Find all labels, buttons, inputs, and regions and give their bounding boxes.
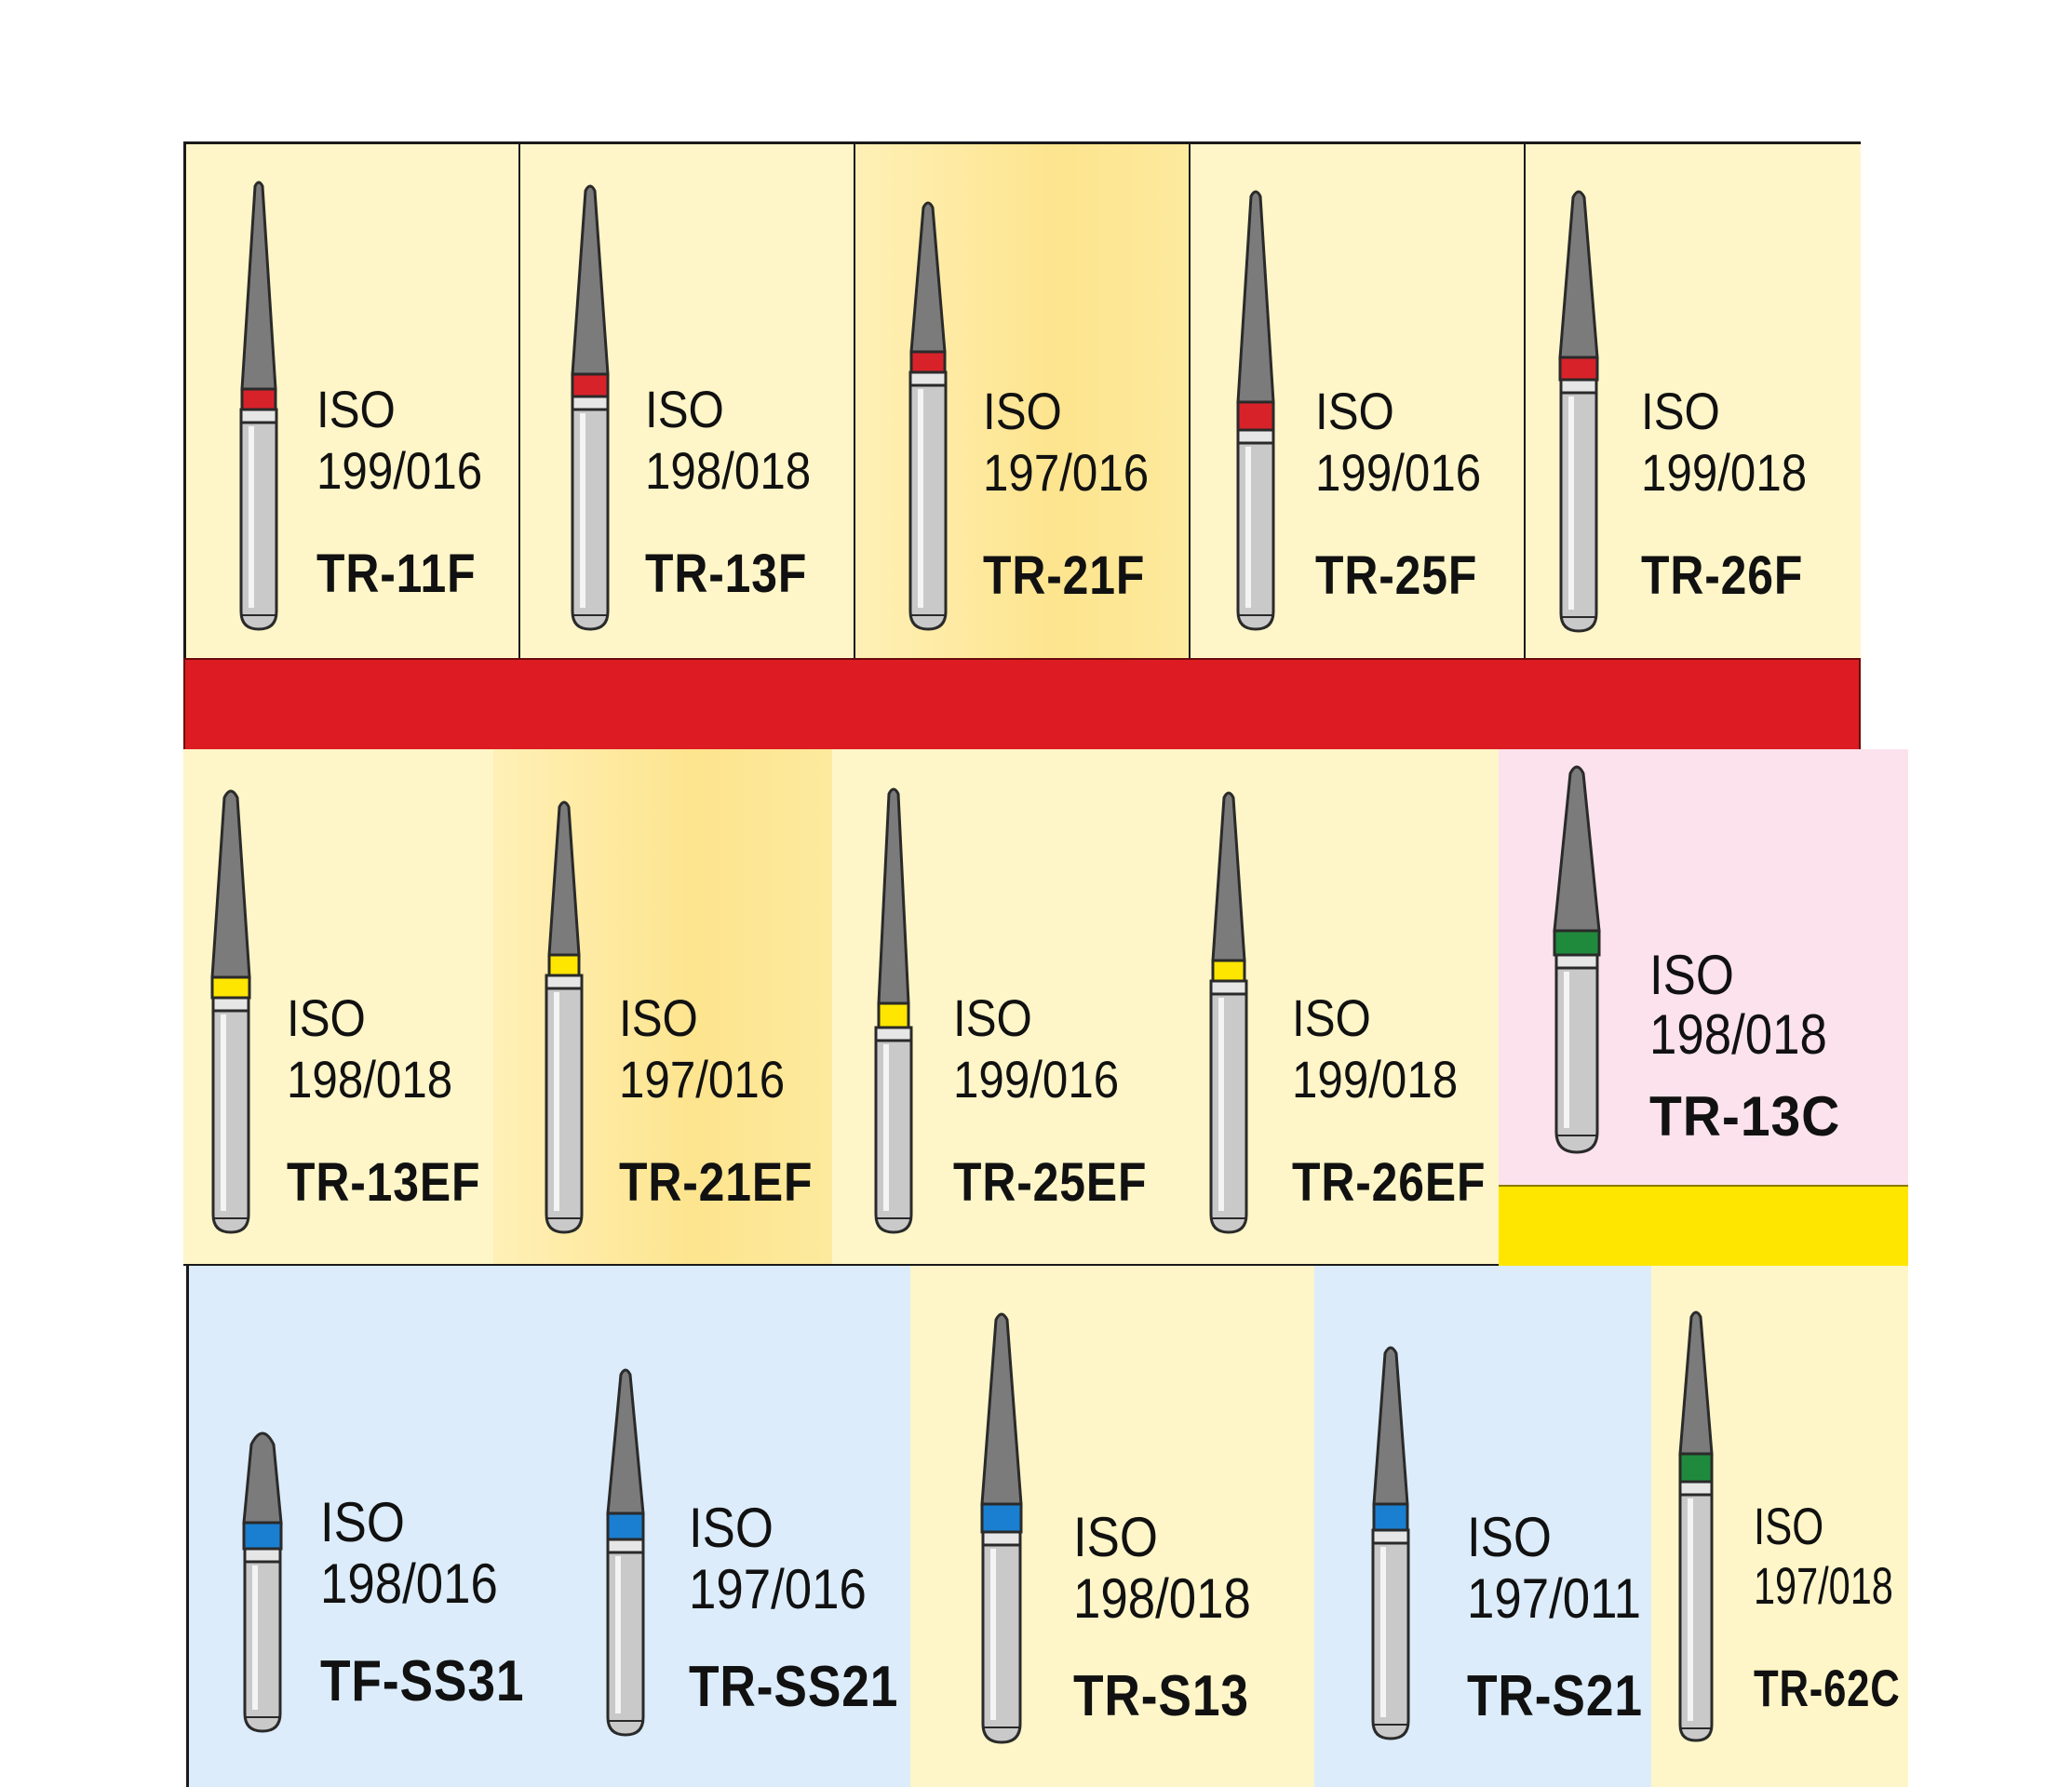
iso-label: ISO [316, 380, 396, 438]
iso-label: ISO [1641, 382, 1720, 440]
iso-number: 197/018 [1754, 1556, 1893, 1615]
product-code: TR-13EF [287, 1152, 481, 1213]
iso-label: ISO [953, 988, 1032, 1047]
iso-number: 197/016 [689, 1558, 867, 1620]
iso-label: ISO [1315, 382, 1394, 440]
product-code: TR-26F [1641, 545, 1804, 606]
product-code: TR-11F [316, 544, 477, 604]
iso-label: ISO [1649, 944, 1734, 1006]
iso-number: 198/016 [320, 1552, 498, 1615]
band-red [183, 658, 1861, 751]
iso-number: 198/018 [645, 441, 812, 500]
iso-number: 197/016 [983, 443, 1150, 502]
product-code: TR-13C [1649, 1085, 1841, 1148]
panel-tr-11f [183, 141, 518, 658]
iso-label: ISO [645, 380, 724, 438]
iso-label: ISO [287, 988, 366, 1047]
iso-label: ISO [1292, 988, 1371, 1047]
product-code: TR-SS21 [689, 1655, 899, 1719]
label-tr-s21: ISO 197/011 TR-S21 [1461, 1489, 1651, 1731]
product-code: TR-25F [1315, 545, 1478, 606]
iso-number: 199/018 [1292, 1050, 1459, 1108]
iso-label: ISO [320, 1491, 405, 1553]
iso-label: ISO [1073, 1506, 1158, 1568]
iso-number: 199/016 [1315, 443, 1482, 502]
iso-label: ISO [619, 988, 698, 1047]
iso-number: 199/018 [1641, 443, 1808, 502]
product-code: TR-21F [983, 545, 1146, 606]
iso-number: 198/018 [1073, 1567, 1251, 1630]
product-code: TR-26EF [1292, 1152, 1487, 1213]
product-code: TR-21EF [619, 1152, 814, 1213]
product-code: TR-25EF [953, 1152, 1148, 1213]
product-code: TF-SS31 [320, 1649, 525, 1713]
iso-number: 198/018 [1649, 1003, 1827, 1066]
product-code: TR-S21 [1467, 1664, 1643, 1728]
product-code: TR-S13 [1073, 1664, 1249, 1728]
panel-tr-s13 [910, 1266, 1314, 1787]
product-code: TR-13F [645, 544, 808, 604]
band-yellow [1499, 1185, 1908, 1266]
iso-number: 199/016 [953, 1050, 1120, 1108]
product-code: TR-62C [1754, 1659, 1901, 1717]
iso-label: ISO [983, 382, 1062, 440]
iso-label: ISO [689, 1497, 774, 1559]
iso-number: 198/018 [287, 1050, 453, 1108]
panel-tr-s21 [1314, 1266, 1651, 1787]
iso-number: 197/011 [1467, 1567, 1641, 1630]
iso-number: 199/016 [316, 441, 483, 500]
iso-label: ISO [1467, 1506, 1552, 1568]
iso-number: 197/016 [619, 1050, 786, 1108]
iso-label: ISO [1754, 1497, 1824, 1555]
